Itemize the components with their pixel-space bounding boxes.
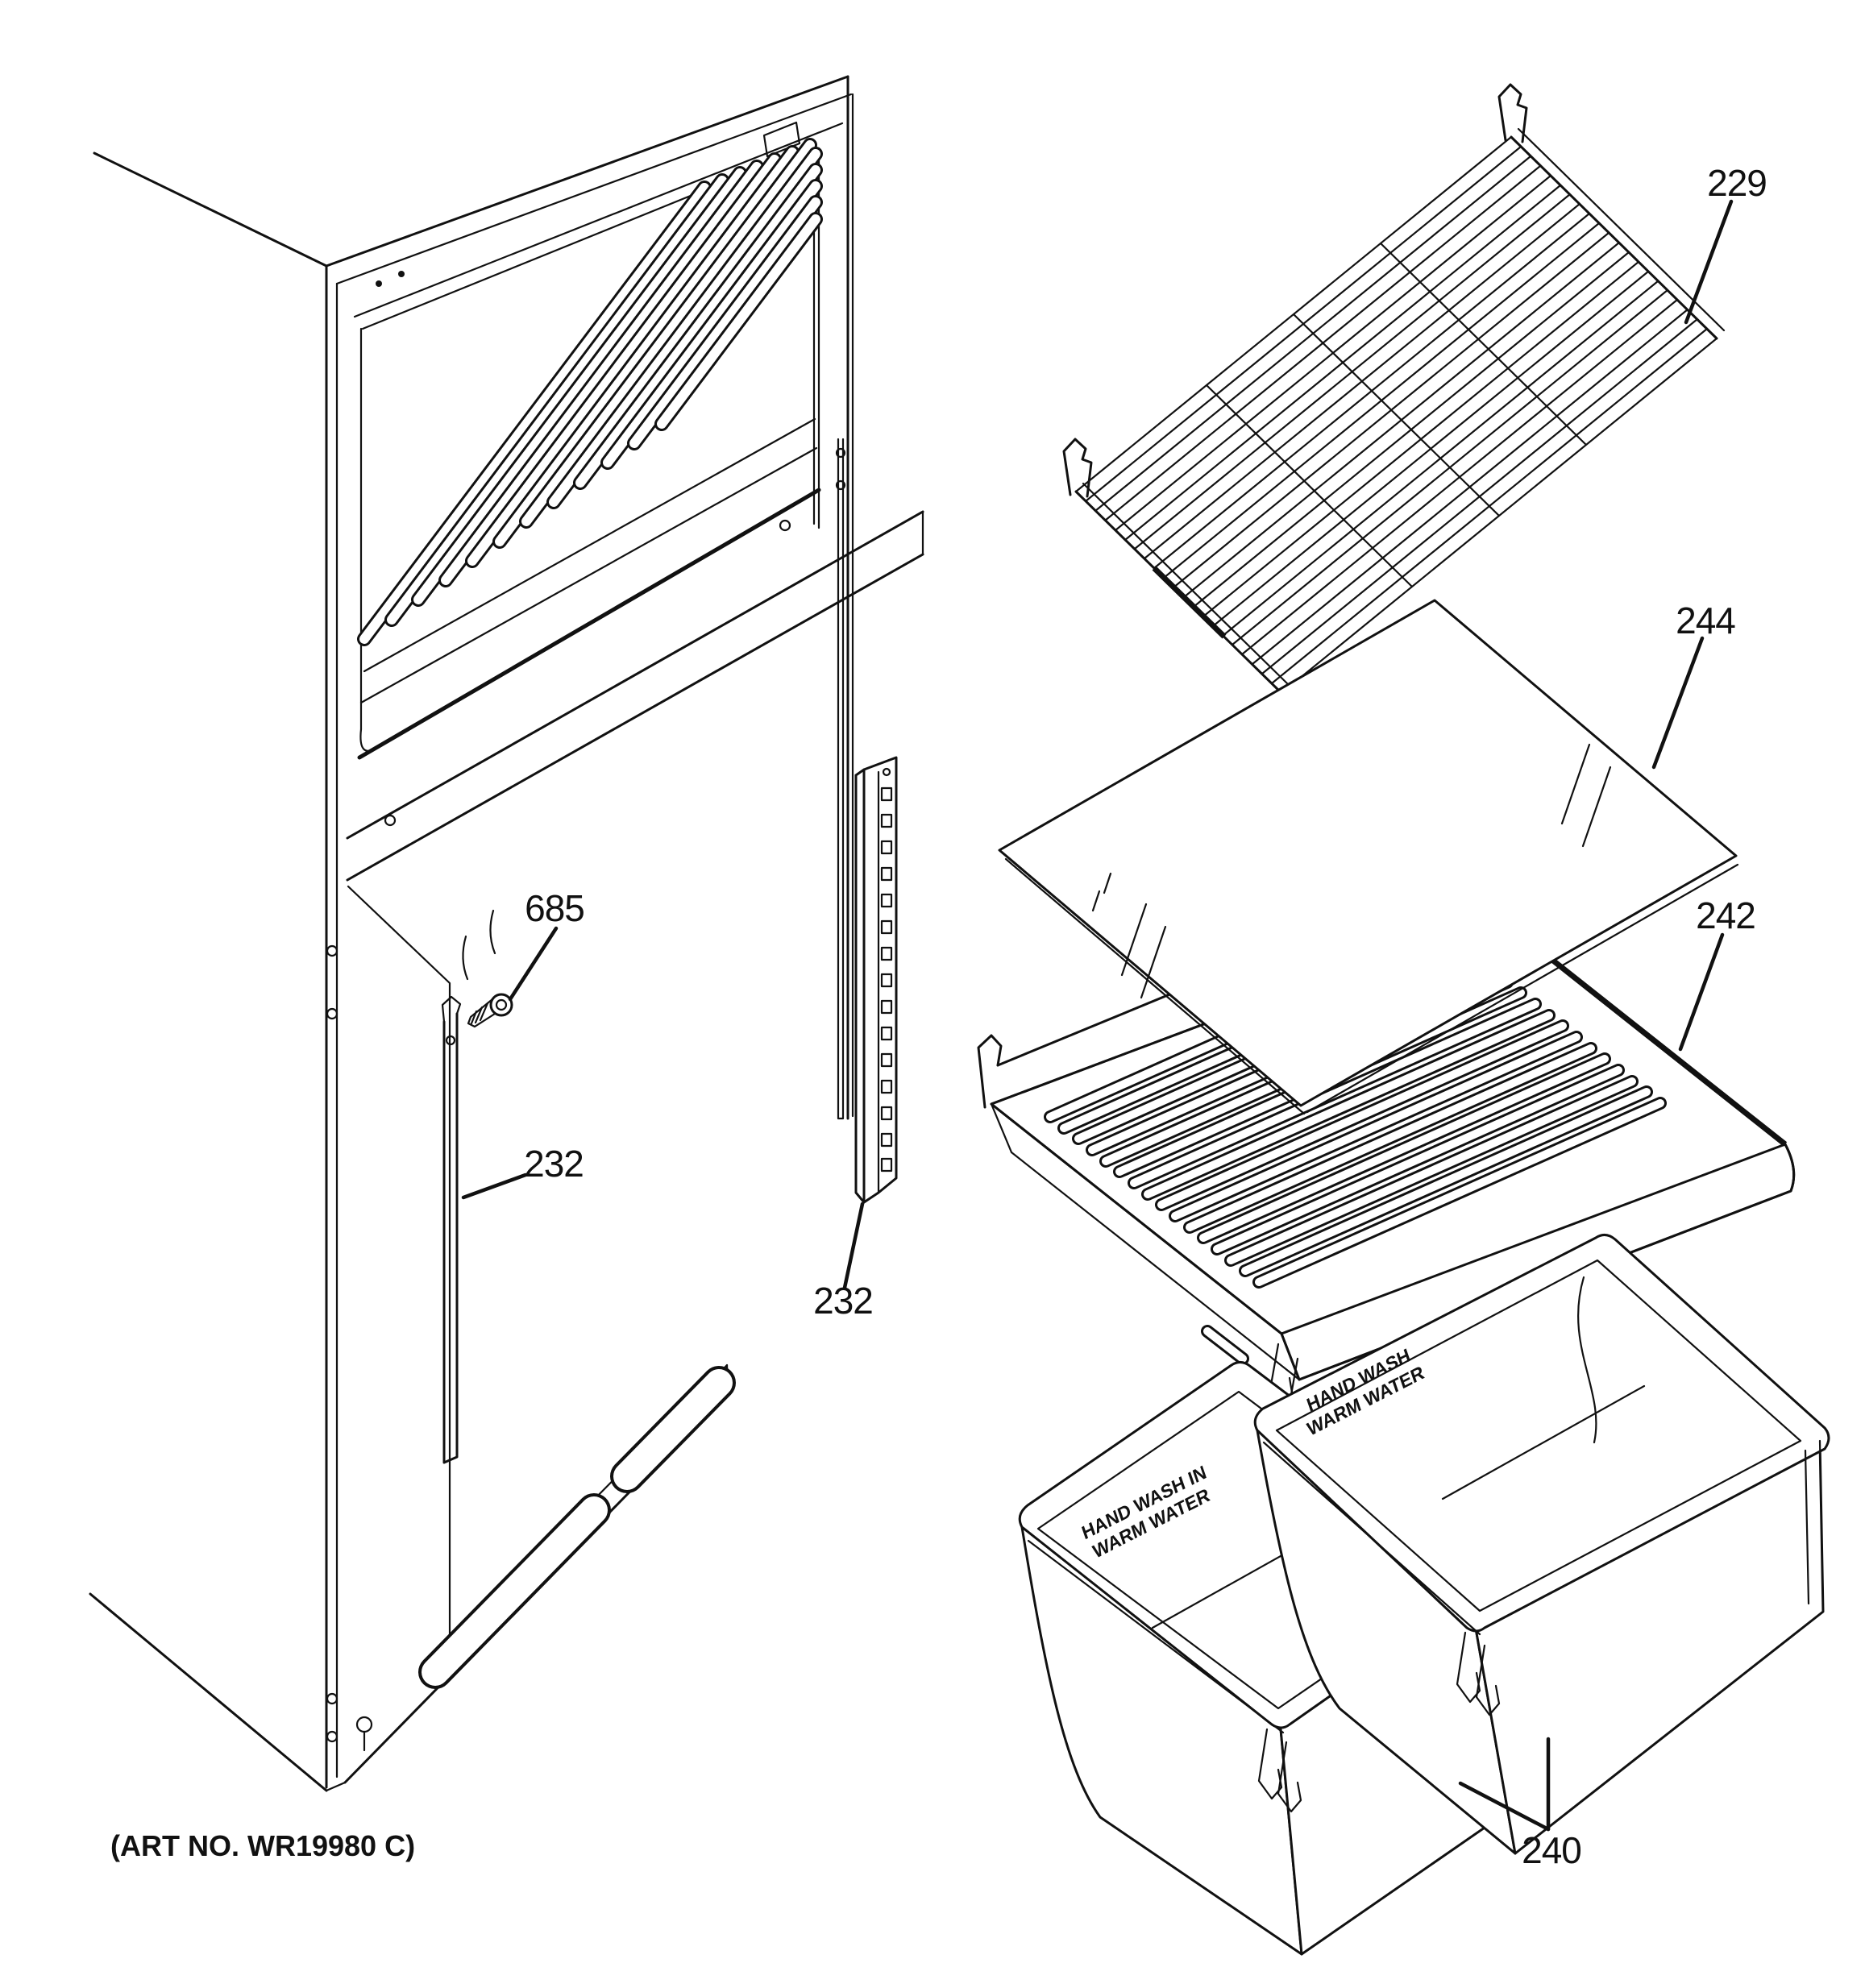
- leader-232-right: [842, 1202, 865, 1290]
- evaporator-ridges: [357, 138, 823, 646]
- callout-242: 242: [1696, 894, 1755, 936]
- leader-685: [508, 926, 559, 1002]
- shelf-support-rail-right: [854, 756, 898, 1204]
- callout-244: 244: [1676, 600, 1735, 641]
- wire-shelf: [1062, 83, 1726, 695]
- mullion-band: [346, 510, 924, 882]
- leader-244: [1651, 636, 1705, 770]
- glass-shelf: [998, 599, 1739, 1115]
- callout-labels: 229 244 242 240 685 232 232: [524, 162, 1767, 1871]
- callout-685: 685: [525, 887, 584, 929]
- shelf-hook-right: [1497, 83, 1528, 143]
- callout-240: 240: [1522, 1829, 1581, 1871]
- callout-229: 229: [1707, 162, 1767, 204]
- glass-reflections: [1091, 743, 1612, 999]
- callout-232-left: 232: [524, 1143, 584, 1185]
- leader-240-b: [1458, 1781, 1551, 1832]
- mounting-screw: [467, 993, 513, 1028]
- shelf-support-rail-left: [441, 995, 462, 1464]
- shelf-hook-left: [1062, 438, 1093, 498]
- leader-242: [1678, 932, 1725, 1052]
- leader-lines: [461, 199, 1734, 1832]
- vent-opening: [762, 121, 801, 158]
- callout-232-right: 232: [813, 1280, 873, 1322]
- leader-232-left: [461, 1172, 528, 1200]
- leader-229: [1684, 199, 1734, 325]
- art-number-text: (ART NO. WR19980 C): [110, 1829, 415, 1862]
- slide-shelf-endcap: [977, 1034, 1003, 1109]
- fresh-food-liner: [326, 885, 736, 1784]
- refrigerator-cabinet: [89, 75, 924, 1792]
- crisper-drawer-right: HAND WASH WARM WATER: [1253, 1234, 1830, 1855]
